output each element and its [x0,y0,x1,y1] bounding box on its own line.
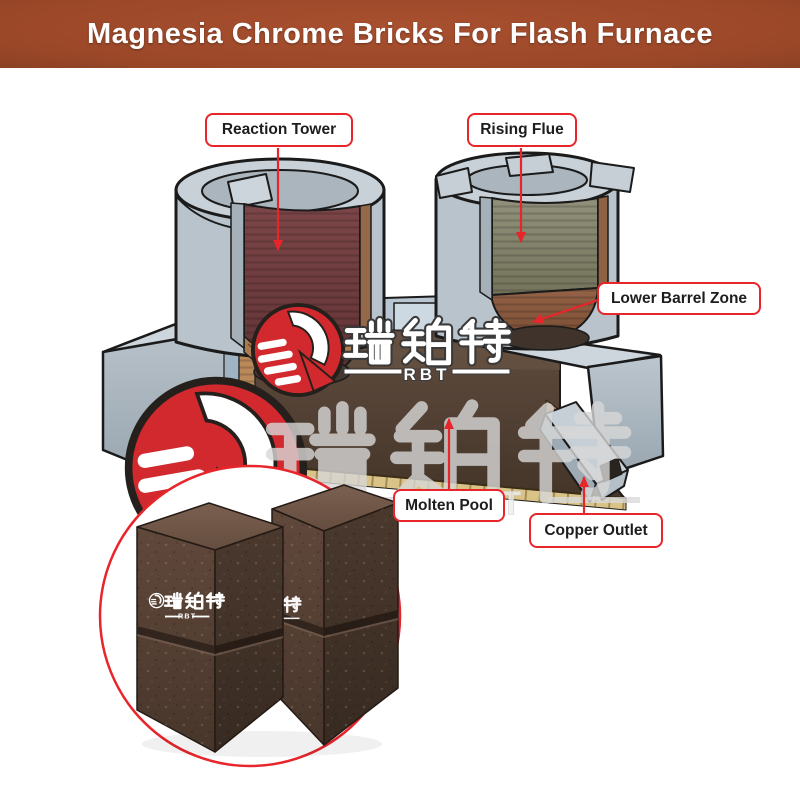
rbt-text-center: RBT [404,365,451,384]
callout-molten-pool: Molten Pool [393,489,505,522]
brick-right-texture [272,503,398,745]
callout-rising-flue: Rising Flue [467,113,577,147]
leader-lower-barrel-zone [532,298,599,324]
brick-shadow [142,731,382,757]
flue-cut-face-left [479,196,493,301]
center-watermark: RBT [250,302,511,398]
leader-lines [273,148,599,513]
page-title: Magnesia Chrome Bricks For Flash Furnace [87,17,713,50]
flue-rim-tab-right [589,161,635,193]
callout-label: Rising Flue [480,121,564,138]
brick-left-groove-highlight [136,634,284,656]
product-inset: RBT [98,464,402,768]
brick-left-watermark: RBT [148,591,226,620]
flue-floor [500,325,590,351]
brick-right [271,484,399,746]
title-banner: Magnesia Chrome Bricks For Flash Furnace [0,0,800,68]
rbt-text-on-brick: RBT [178,611,196,620]
flue-courses [492,198,598,295]
rising-flue-tower [434,151,635,351]
callout-label: Copper Outlet [544,521,648,539]
brick-left [136,502,284,753]
brick-right-groove-right [324,610,398,636]
callout-label: Lower Barrel Zone [610,289,748,307]
flue-rim-tab-left [435,167,473,199]
brick-left-groove-left [137,626,215,654]
tower-rim-tab [227,173,273,209]
callout-reaction-tower: Reaction Tower [205,113,353,147]
callout-copper-outlet: Copper Outlet [529,513,663,548]
brick-right-groove-highlight [271,618,399,638]
brick-right-groove-left [272,610,324,636]
flue-cut-face-right [597,195,609,289]
callout-lower-barrel-zone: Lower Barrel Zone [597,282,761,315]
brand-en-center: RBT [343,364,511,385]
tower-rim-inner [201,169,359,213]
tower-cut-face-right [359,203,372,335]
brick-left-groove-right [215,628,283,654]
callout-label: Molten Pool [405,496,493,514]
flue-rim-tab-center [505,153,554,177]
callout-label: Reaction Tower [221,121,337,138]
tower-cut-face-left [230,202,245,349]
brick-left-texture [137,527,283,752]
rbt-logo-center [250,302,346,398]
